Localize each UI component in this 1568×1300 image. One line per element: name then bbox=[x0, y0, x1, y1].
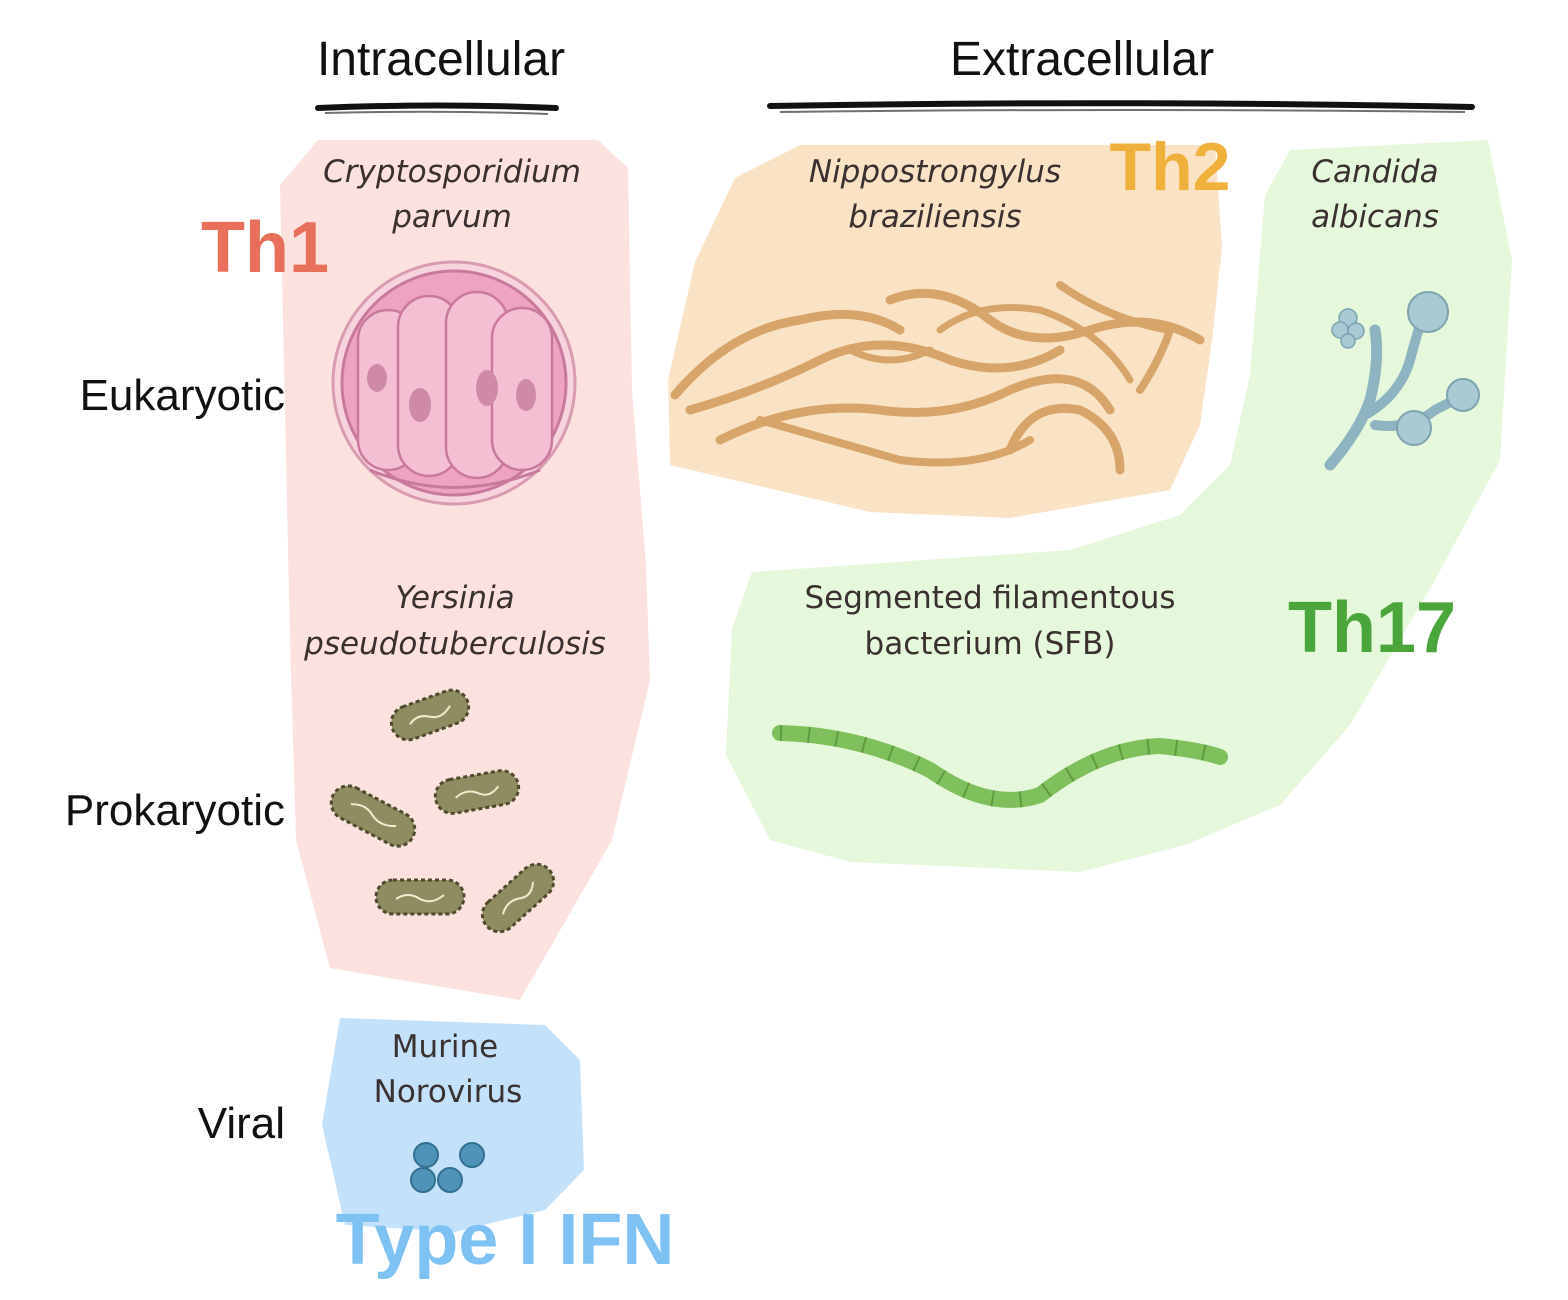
organism-label-candida: Candida albicans bbox=[1311, 154, 1439, 235]
row-label-eukaryotic: Eukaryotic bbox=[80, 371, 285, 420]
svg-text:albicans: albicans bbox=[1311, 199, 1439, 235]
organism-label-nippostrongylus: Nippostrongylus braziliensis bbox=[809, 154, 1061, 235]
organism-label-norovirus: Murine Norovirus bbox=[374, 1029, 523, 1110]
svg-text:Nippostrongylus: Nippostrongylus bbox=[809, 154, 1061, 190]
row-label-viral: Viral bbox=[198, 1099, 285, 1148]
svg-text:braziliensis: braziliensis bbox=[848, 199, 1021, 235]
svg-text:bacterium (SFB): bacterium (SFB) bbox=[865, 626, 1116, 662]
header-extracellular: Extracellular bbox=[950, 33, 1214, 86]
cryptosporidium-oocyst-icon bbox=[331, 260, 577, 506]
organism-label-cryptosporidium: Cryptosporidium parvum bbox=[323, 154, 581, 235]
svg-text:pseudotuberculosis: pseudotuberculosis bbox=[303, 626, 606, 662]
header-underline-intracellular bbox=[315, 102, 559, 115]
row-label-prokaryotic: Prokaryotic bbox=[65, 786, 285, 835]
response-label-th2: Th2 bbox=[1110, 129, 1231, 205]
svg-text:Candida: Candida bbox=[1311, 154, 1438, 190]
svg-text:Murine: Murine bbox=[392, 1029, 498, 1065]
header-underline-extracellular bbox=[767, 100, 1475, 113]
norovirus-particles-icon bbox=[410, 1142, 485, 1193]
response-label-th17: Th17 bbox=[1288, 588, 1456, 668]
organism-label-sfb: Segmented filamentous bacterium (SFB) bbox=[804, 580, 1175, 662]
yersinia-bacteria-icon bbox=[329, 688, 556, 934]
svg-text:Segmented filamentous: Segmented filamentous bbox=[804, 580, 1175, 616]
organism-label-yersinia: Yersinia pseudotuberculosis bbox=[303, 580, 606, 662]
type1ifn-region bbox=[322, 1018, 584, 1232]
candida-albicans-icon bbox=[1324, 291, 1480, 471]
svg-text:Norovirus: Norovirus bbox=[374, 1074, 523, 1110]
svg-text:Yersinia: Yersinia bbox=[395, 580, 514, 616]
svg-text:Cryptosporidium: Cryptosporidium bbox=[323, 154, 581, 190]
header-intracellular: Intracellular bbox=[317, 33, 565, 86]
sfb-filament-icon bbox=[772, 725, 1228, 808]
nippostrongylus-worms-icon bbox=[670, 281, 1205, 475]
svg-text:parvum: parvum bbox=[391, 199, 512, 235]
response-label-type1ifn: Type I IFN bbox=[336, 1200, 675, 1280]
th2-region bbox=[668, 145, 1222, 518]
response-label-th1: Th1 bbox=[201, 208, 329, 288]
th17-region bbox=[726, 140, 1512, 872]
